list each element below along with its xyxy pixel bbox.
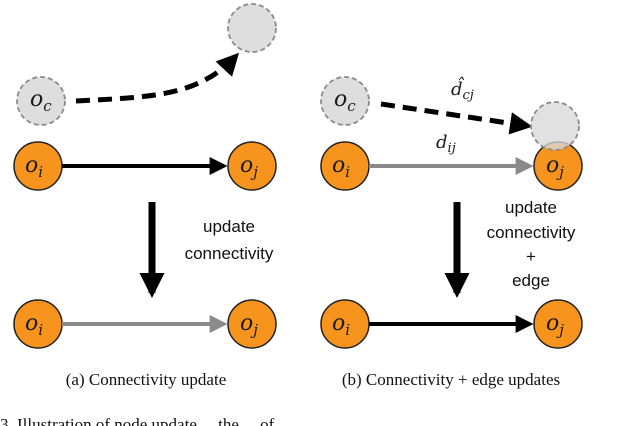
node-oi-b-label: oi	[332, 153, 350, 181]
node-oj-a	[227, 141, 277, 191]
node-oj-b-bottom-label: oj	[546, 311, 564, 339]
update-text-b-3: +	[526, 247, 536, 266]
update-text-b-1: update	[505, 198, 557, 217]
ghost-node-a-top	[227, 3, 277, 53]
edge-label-dij: dij	[436, 132, 456, 156]
caption-b: (b) Connectivity + edge updates	[342, 370, 560, 389]
node-oc-b	[320, 76, 370, 126]
update-text-a-2: connectivity	[185, 244, 274, 263]
node-oi-a-bottom-label: oi	[25, 311, 43, 339]
update-text-b-4: edge	[512, 271, 550, 290]
caption-a: (a) Connectivity update	[66, 370, 227, 389]
edge-label-dcj: d̂cj	[451, 75, 474, 103]
node-oc-a-label: oc	[30, 87, 52, 115]
node-oj-a-label: oj	[240, 153, 258, 181]
node-oj-b-label: oj	[546, 153, 564, 181]
panel-a: oc oi oj update connectivity oi oj (a) C…	[13, 3, 277, 389]
dashed-edge-cj-b	[380, 101, 533, 135]
ghost-node-b-overlap	[530, 101, 580, 151]
panel-b: oc d̂cj oi oj dij update connectivity + …	[320, 75, 583, 389]
node-oc-a	[16, 76, 66, 126]
figure-caption-partial: 3. Illustration of node update ... the .…	[0, 415, 291, 426]
node-oj-a-bottom-label: oj	[240, 311, 258, 339]
node-oj-b-bottom	[533, 299, 583, 349]
update-text-a-1: update	[203, 217, 255, 236]
node-oi-b-bottom-label: oi	[332, 311, 350, 339]
dashed-motion-edge-a	[75, 52, 240, 104]
update-text-b-2: connectivity	[487, 223, 576, 242]
node-oc-b-label: oc	[334, 87, 356, 115]
node-oj-a-bottom	[227, 299, 277, 349]
node-oi-a-label: oi	[25, 153, 43, 181]
